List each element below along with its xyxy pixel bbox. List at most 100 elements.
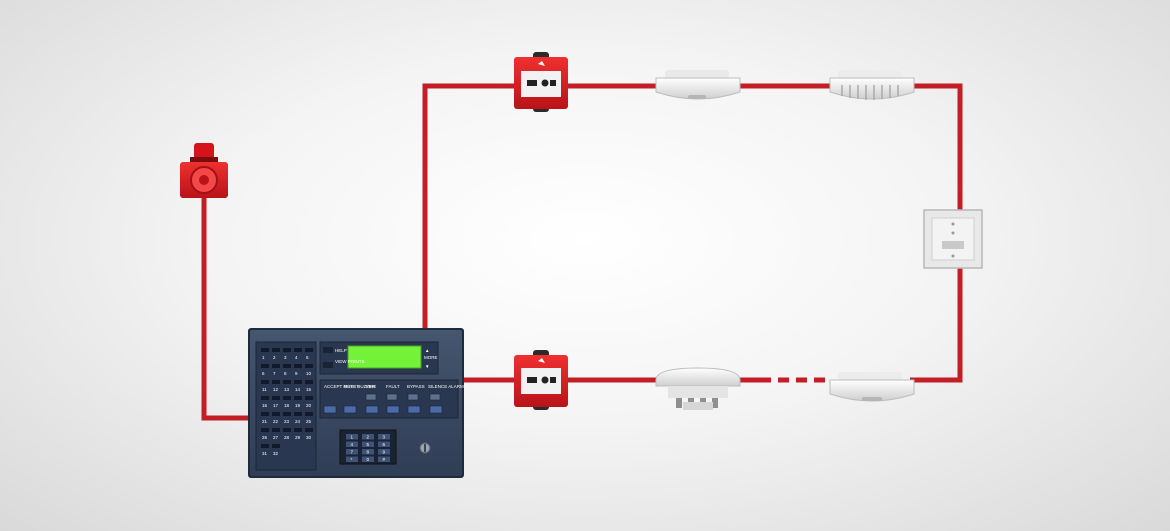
zone-number-label: 30	[306, 435, 312, 440]
keypad-key[interactable]	[362, 456, 374, 463]
zone-led	[283, 348, 291, 352]
zone-led	[272, 412, 280, 416]
zone-led-area	[255, 341, 317, 471]
zone-number-label: 28	[284, 435, 290, 440]
keypad-key-label: 7	[351, 450, 354, 455]
keypad-key[interactable]	[362, 434, 374, 440]
scroll-up-icon[interactable]: ▲	[425, 348, 429, 353]
zone-number-label: 3	[284, 355, 287, 360]
keypad-key[interactable]	[346, 456, 358, 463]
zone-led	[261, 364, 269, 368]
keypad-key-label: 3	[383, 435, 386, 440]
zone-number-label: 24	[295, 419, 301, 424]
zone-number-label: 19	[295, 403, 301, 408]
help-button[interactable]	[323, 347, 333, 353]
zone-led	[283, 396, 291, 400]
zone-led	[294, 348, 302, 352]
scroll-down-icon[interactable]: ▼	[425, 364, 429, 369]
keypad-key[interactable]	[346, 449, 358, 455]
zone-number-label: 31	[262, 451, 268, 456]
zone-led	[305, 380, 313, 384]
help-label: HELP	[335, 348, 347, 353]
zone-number-label: 17	[273, 403, 279, 408]
zone-led	[305, 412, 313, 416]
interface-module-icon	[923, 209, 983, 269]
keypad-key-label: 9	[383, 450, 386, 455]
loop-wire-right	[910, 268, 963, 383]
fault-label: FAULT	[386, 384, 400, 389]
lcd-display	[347, 345, 422, 369]
zone-led	[305, 396, 313, 400]
zone-led	[261, 380, 269, 384]
zone-number-label: 13	[284, 387, 290, 392]
manual-call-point-icon	[514, 350, 568, 410]
zone-led	[305, 364, 313, 368]
zone-number-label: 25	[306, 419, 312, 424]
zone-number-label: 12	[273, 387, 279, 392]
zone-led	[294, 428, 302, 432]
view-points-label: VIEW POINTS	[335, 359, 365, 364]
keypad-key[interactable]	[346, 434, 358, 440]
zone-number-label: 14	[295, 387, 301, 392]
zone-led	[272, 396, 280, 400]
smoke-detector-icon	[655, 70, 741, 100]
zone-number-label: 4	[295, 355, 298, 360]
keypad-key[interactable]	[378, 441, 390, 448]
reset-label: RESET	[344, 384, 359, 389]
keypad-key[interactable]	[346, 441, 358, 448]
keypad-key[interactable]	[362, 449, 374, 455]
zone-number-label: 10	[306, 371, 312, 376]
smoke-detector-icon	[829, 372, 915, 402]
silence-alarms-button[interactable]	[429, 405, 443, 414]
zone-led	[294, 412, 302, 416]
zone-number-label: 18	[284, 403, 290, 408]
view-points-button[interactable]	[323, 362, 333, 368]
zone-led	[272, 348, 280, 352]
sounder-wire	[201, 198, 252, 421]
zone-number-label: 8	[284, 371, 287, 376]
zone-number-label: 15	[306, 387, 312, 392]
zone-number-label: 9	[295, 371, 298, 376]
silence-alarms-label: SILENCE ALARMS	[428, 384, 467, 389]
bypass-label: BYPASS	[407, 384, 425, 389]
zone-led	[305, 348, 313, 352]
manual-call-point-icon	[514, 52, 568, 112]
zone-number-label: 20	[306, 403, 312, 408]
bypass-indicator	[407, 393, 419, 401]
zone-number-label: 23	[284, 419, 290, 424]
zone-led	[261, 396, 269, 400]
keypad-key-label: 0	[367, 457, 370, 462]
keypad-key[interactable]	[362, 441, 374, 448]
keypad-key-label: *	[351, 457, 353, 462]
zone-led	[294, 396, 302, 400]
accept-mute-buzzer-label: ACCEPT MUTE BUZZER	[324, 384, 376, 389]
keypad-key[interactable]	[378, 434, 390, 440]
zone-led	[272, 444, 280, 448]
keypad-key-label: 1	[351, 435, 354, 440]
zone-number-label: 21	[262, 419, 268, 424]
zone-led	[272, 380, 280, 384]
keypad-key[interactable]	[378, 456, 390, 463]
smoke-detector-icon	[655, 367, 741, 410]
bypass-button[interactable]	[407, 405, 421, 414]
keypad-key-label: 5	[367, 442, 370, 447]
zone-number-label: 27	[273, 435, 279, 440]
keypad-key-label: 4	[351, 442, 354, 447]
keypad-key[interactable]	[378, 449, 390, 455]
fault-button[interactable]	[386, 405, 400, 414]
zone-number-label: 7	[273, 371, 276, 376]
fault-indicator	[386, 393, 398, 401]
zone-led	[283, 380, 291, 384]
accept-mute-buzzer-button[interactable]	[323, 405, 337, 414]
fire-button[interactable]	[365, 405, 379, 414]
zone-led	[305, 428, 313, 432]
reset-button[interactable]	[343, 405, 357, 414]
zone-number-label: 5	[306, 355, 309, 360]
smoke-detector-icon	[829, 70, 915, 100]
sounder-beacon-icon	[180, 143, 228, 198]
silence-indicator	[429, 393, 441, 401]
zone-led	[261, 348, 269, 352]
loop-wire-out	[422, 83, 963, 328]
